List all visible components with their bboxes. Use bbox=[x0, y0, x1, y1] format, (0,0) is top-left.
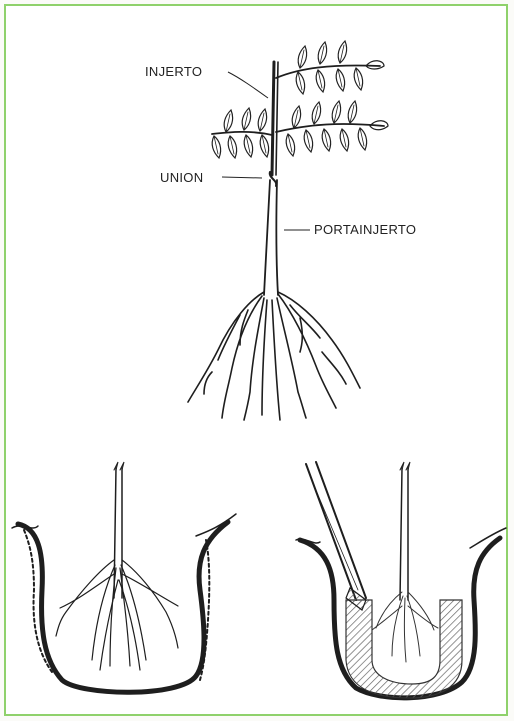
union-leader-line bbox=[222, 177, 262, 178]
root-system bbox=[188, 292, 360, 420]
label-union: UNION bbox=[160, 170, 203, 185]
stake bbox=[306, 462, 366, 610]
planting-hole-left bbox=[12, 462, 236, 692]
label-rootstock: PORTAINJERTO bbox=[314, 222, 416, 237]
planting-hole-right bbox=[296, 462, 506, 698]
right-branch bbox=[276, 101, 388, 156]
scion-stem bbox=[272, 62, 278, 175]
label-leaders bbox=[222, 72, 310, 230]
label-scion: INJERTO bbox=[145, 64, 202, 79]
scion-leader-line bbox=[228, 72, 268, 98]
upper-branch bbox=[276, 41, 384, 94]
rootstock-stem bbox=[264, 180, 278, 295]
left-branch bbox=[212, 108, 272, 158]
